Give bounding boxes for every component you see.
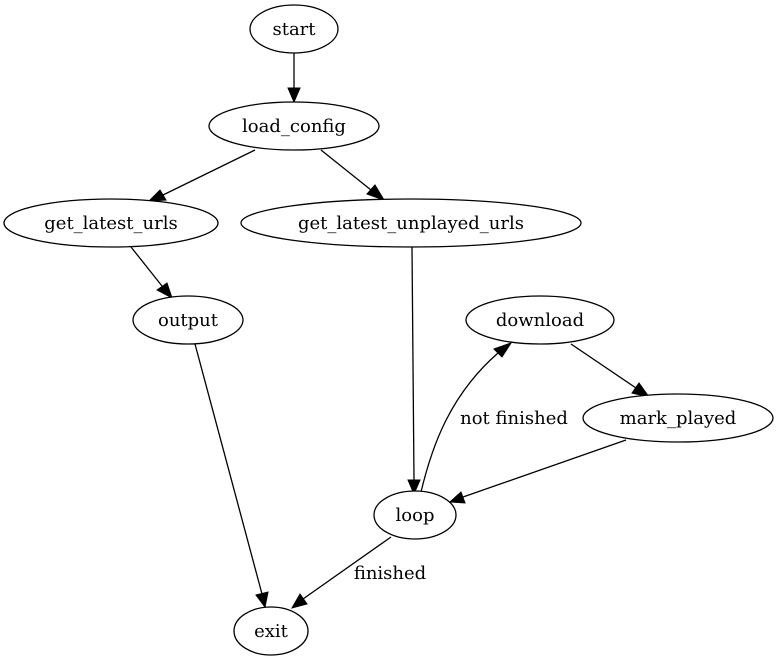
edge-loop-download [420, 342, 513, 493]
node-output: output [132, 295, 244, 345]
edge-label-finished: finished [354, 563, 426, 584]
nodes: start load_config get_latest_urls get_la… [3, 4, 774, 656]
edge-mark-played-loop [448, 439, 627, 504]
node-label-download: download [496, 310, 584, 331]
node-label-exit: exit [254, 621, 289, 642]
node-download: download [465, 295, 615, 345]
edge-start-load-config [287, 53, 301, 104]
node-mark-played: mark_played [582, 393, 774, 443]
edge-get-latest-urls-output [130, 246, 173, 300]
node-start: start [249, 4, 339, 54]
edge-get-latest-unplayed-urls-loop [407, 246, 421, 496]
edge-loop-exit [290, 536, 392, 609]
edge-download-mark-played [570, 343, 651, 398]
edge-labels: not finished finished [354, 408, 568, 584]
node-label-get-latest-urls: get_latest_urls [44, 213, 177, 234]
node-get-latest-urls: get_latest_urls [3, 198, 219, 248]
edge-load-config-get-latest-urls [147, 149, 256, 202]
edge-label-not-finished: not finished [460, 408, 568, 429]
node-loop: loop [373, 490, 457, 540]
edges [130, 53, 651, 609]
node-label-loop: loop [396, 505, 435, 526]
node-label-mark-played: mark_played [620, 408, 737, 429]
edge-load-config-get-latest-unplayed-urls [320, 149, 386, 201]
node-load-config: load_config [208, 101, 380, 151]
node-label-output: output [158, 310, 219, 331]
node-label-get-latest-unplayed-urls: get_latest_unplayed_urls [298, 213, 524, 234]
node-exit: exit [233, 606, 309, 656]
node-label-start: start [272, 19, 316, 40]
node-label-load-config: load_config [242, 116, 346, 137]
node-get-latest-unplayed-urls: get_latest_unplayed_urls [240, 198, 582, 248]
edge-output-exit [194, 343, 269, 609]
